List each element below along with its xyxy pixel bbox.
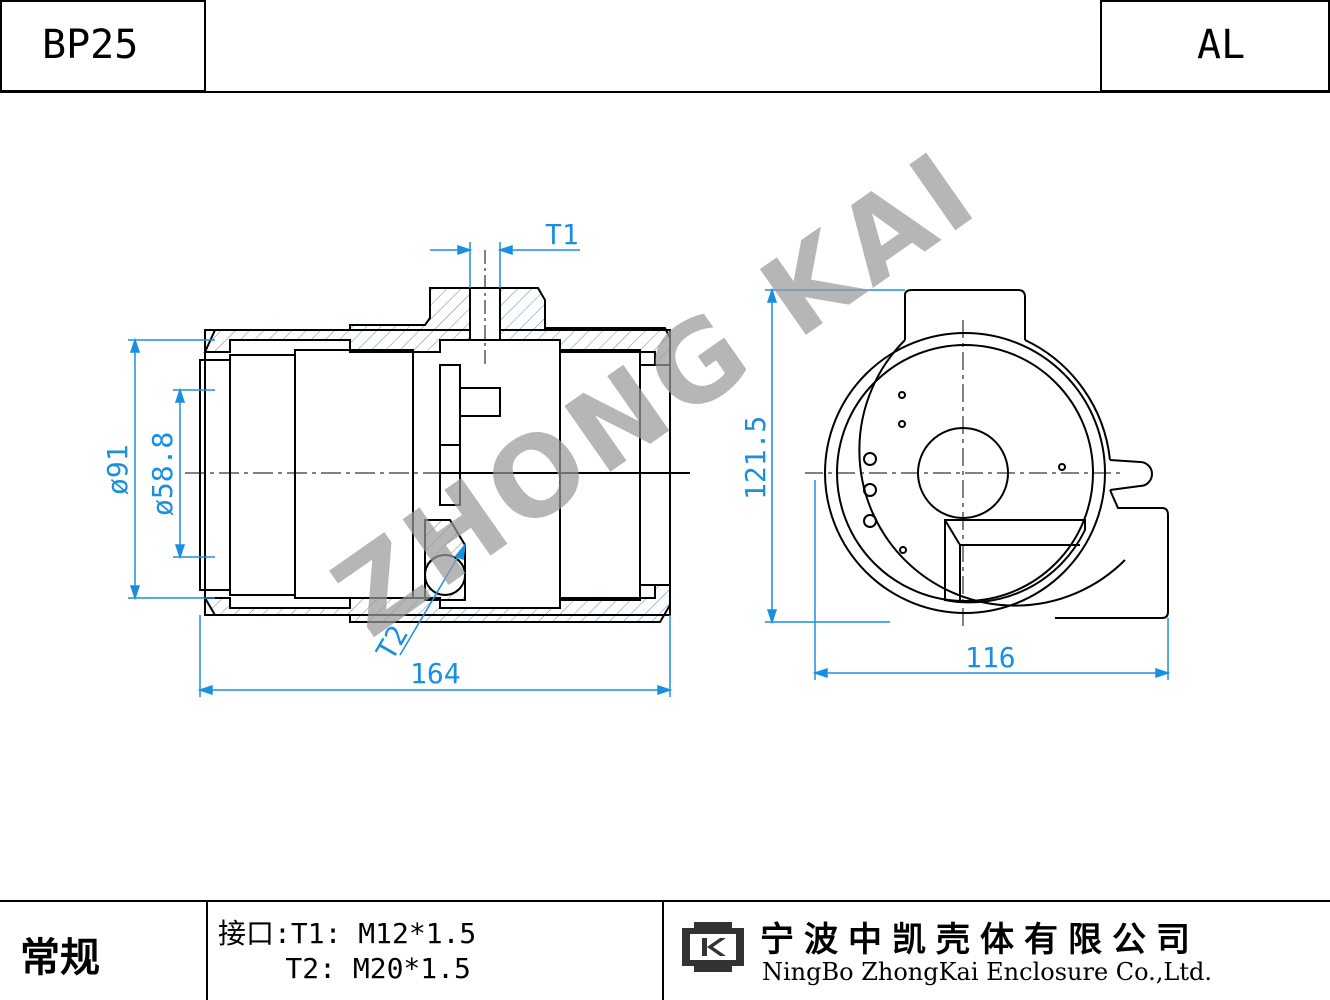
category-label: 常规: [20, 935, 100, 981]
outer-diameter-label: ø91: [101, 444, 134, 495]
company-name-en: NingBo ZhongKai Enclosure Co.,Ltd.: [762, 958, 1212, 986]
t1-label: T1: [545, 218, 579, 251]
technical-drawing: T1 T2 ø91 ø58.8 164 121.5 116 ZHONG KAI: [0, 91, 1330, 697]
model-number: BP25: [42, 22, 139, 68]
length-label: 164: [410, 657, 461, 690]
section-view: [185, 250, 690, 623]
company-name-cn: 宁波中凯壳体有限公司: [760, 920, 1200, 960]
width-label: 116: [965, 641, 1016, 674]
title-divider: [206, 900, 208, 1000]
material-code: AL: [1197, 22, 1246, 68]
title-divider: [662, 900, 664, 1000]
height-label: 121.5: [739, 416, 772, 500]
interface-spec-t1: 接口:T1: M12*1.5: [218, 917, 477, 950]
end-view: [805, 289, 1169, 630]
inner-diameter-label: ø58.8: [146, 432, 179, 516]
interface-spec-t2: T2: M20*1.5: [218, 952, 471, 985]
section-dimensions: [128, 242, 673, 697]
company-logo: [682, 922, 744, 972]
title-block: [0, 900, 1330, 1000]
end-dimensions: [765, 287, 1171, 680]
